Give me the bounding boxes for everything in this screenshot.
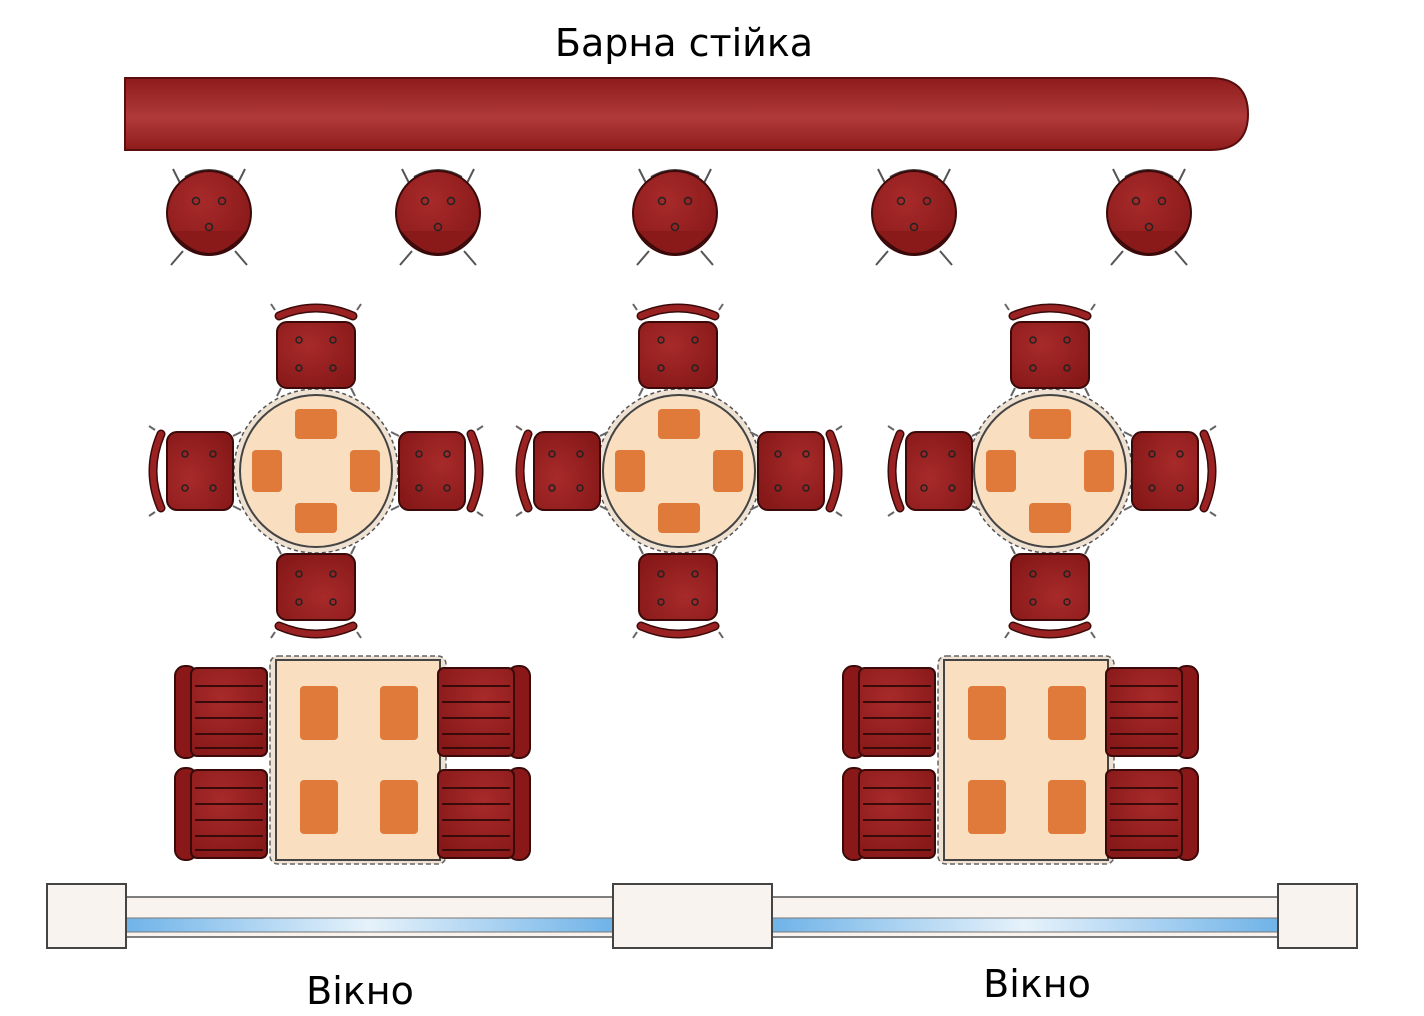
round-table-group	[516, 304, 842, 638]
chair	[1005, 304, 1095, 396]
window-glass	[771, 917, 1279, 933]
chair	[888, 426, 980, 516]
booth-seat	[842, 767, 936, 861]
window-wall	[46, 883, 1358, 949]
booth-group	[174, 655, 531, 865]
booth-seat	[437, 665, 531, 759]
chair	[271, 546, 361, 638]
chair	[271, 304, 361, 396]
round-table	[967, 388, 1133, 554]
chair	[391, 426, 483, 516]
chair	[750, 426, 842, 516]
window-pillar	[1277, 883, 1358, 949]
chair	[149, 426, 241, 516]
bar-stool	[632, 168, 718, 266]
round-table	[233, 388, 399, 554]
bar-counter	[124, 77, 1250, 151]
window-pillar	[612, 883, 773, 949]
chair	[633, 546, 723, 638]
window-label-right: Вікно	[983, 962, 1091, 1006]
bar-stool	[166, 168, 252, 266]
booth-seat	[174, 665, 268, 759]
chair	[1124, 426, 1216, 516]
round-table	[596, 388, 762, 554]
chair	[1005, 546, 1095, 638]
booth-group	[842, 655, 1199, 865]
bar-counter-label: Барна стійка	[555, 21, 813, 65]
window-glass	[124, 917, 614, 933]
window-label-left: Вікно	[306, 969, 414, 1013]
bar-stool	[871, 168, 957, 266]
rect-table	[269, 655, 447, 865]
rect-table	[937, 655, 1115, 865]
booth-seat	[1105, 767, 1199, 861]
window-pillar	[46, 883, 127, 949]
chair	[633, 304, 723, 396]
bar-stool	[1106, 168, 1192, 266]
booth-seat	[842, 665, 936, 759]
round-table-group	[149, 304, 483, 638]
bar-stool	[395, 168, 481, 266]
chair	[516, 426, 608, 516]
booth-seat	[437, 767, 531, 861]
booth-seat	[174, 767, 268, 861]
round-table-group	[888, 304, 1216, 638]
booth-seat	[1105, 665, 1199, 759]
